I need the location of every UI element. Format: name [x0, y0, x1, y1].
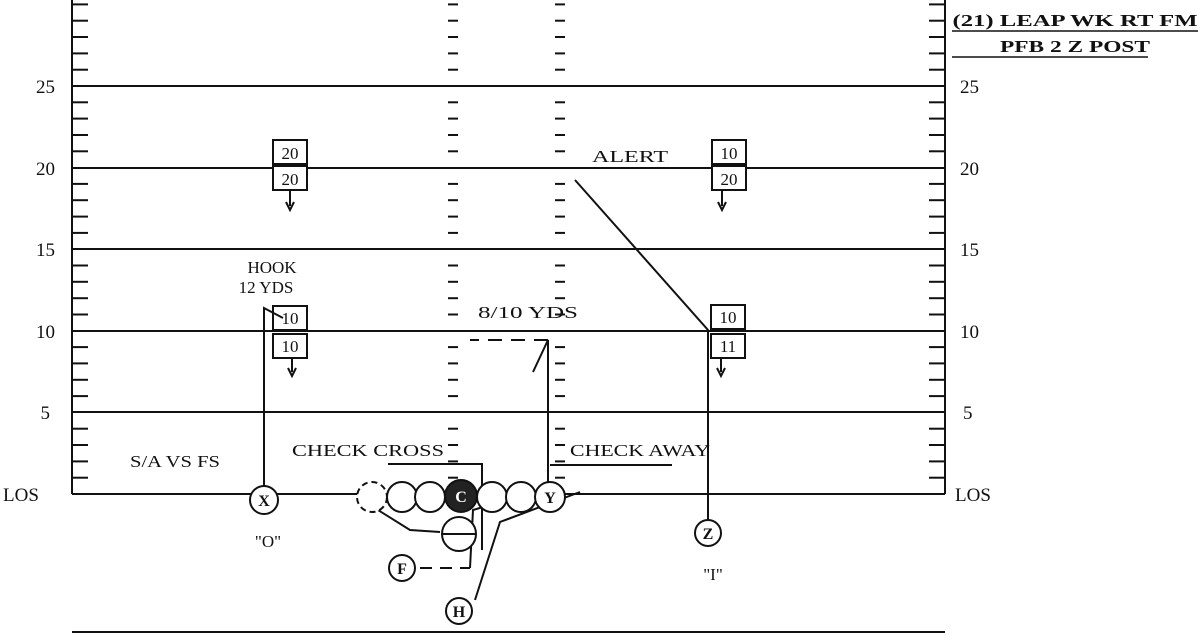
- defender-stem-icon: [285, 190, 295, 213]
- routes: [263, 179, 709, 601]
- check-cross-underline: [388, 463, 483, 550]
- yard-number-10-left: 10: [36, 322, 55, 343]
- defender-right-lower: 10 11: [710, 304, 746, 379]
- defender-stem-icon: [287, 358, 297, 379]
- lineman-left-guard: [414, 481, 446, 513]
- check-away-annotation: CHECK AWAY: [570, 441, 710, 460]
- defender-label: 10: [721, 144, 738, 163]
- lineman-right-tackle: [505, 481, 537, 513]
- defender-left-lower: 10 10: [272, 305, 308, 379]
- check-cross-annotation: CHECK CROSS: [292, 441, 444, 460]
- yard-number-5-right: 5: [963, 403, 973, 424]
- defender-label: 20: [721, 170, 738, 189]
- depth-annotation: 8/10 YDS: [478, 303, 578, 322]
- yard-number-15-right: 15: [960, 240, 979, 261]
- yard-tick-marks: [72, 3, 945, 479]
- player-y-label: Y: [544, 490, 556, 507]
- defender-stem-icon: [716, 358, 726, 379]
- x-alignment-tag: "O": [255, 532, 281, 551]
- alert-annotation: ALERT: [592, 147, 669, 166]
- field: [71, 0, 946, 633]
- play-title-line-1: (21) LEAP WK RT FM: [953, 11, 1198, 30]
- los-label-right: LOS: [955, 485, 991, 506]
- defender-label: 10: [282, 309, 299, 328]
- defender-stem-icon: [717, 190, 727, 213]
- defender-label: 10: [282, 337, 299, 356]
- x-hook-route: [263, 306, 284, 487]
- player-f-label: F: [397, 561, 407, 578]
- yard-number-20-right: 20: [960, 159, 979, 180]
- player-x-label: X: [258, 493, 270, 510]
- z-post-route: [574, 179, 709, 521]
- z-alignment-tag: "I": [703, 565, 723, 584]
- backfield-block-line: [377, 509, 441, 533]
- player-h: [445, 597, 473, 625]
- lineman-left-tackle: [356, 481, 388, 513]
- offensive-line: C Y: [356, 479, 566, 513]
- yard-number-20-left: 20: [36, 159, 55, 180]
- lineman-right-guard: [476, 481, 508, 513]
- defender-label: 10: [720, 308, 737, 327]
- los-label-left: LOS: [3, 485, 39, 506]
- sa-vs-fs-annotation: S/A VS FS: [130, 452, 220, 471]
- defender-label: 20: [282, 144, 299, 163]
- yard-number-10-right: 10: [960, 322, 979, 343]
- defense: 20 20 10 20 10 10 10 11: [272, 139, 747, 379]
- yard-numbers-left: 25 20 15 10 5 LOS: [3, 77, 55, 506]
- player-z: [694, 519, 722, 547]
- lineman-left-guard-outer: [386, 481, 418, 513]
- quarterback: [441, 516, 477, 552]
- player-f: [388, 554, 416, 582]
- yard-number-25-right: 25: [960, 77, 979, 98]
- player-h-label: H: [453, 604, 466, 621]
- play-title-line-2: PFB 2 Z POST: [1000, 37, 1151, 56]
- player-z-label: Z: [703, 526, 714, 543]
- defender-left-upper: 20 20: [272, 139, 308, 213]
- hook-depth-annotation: 12 YDS: [239, 278, 294, 297]
- annotations: ALERT HOOK 12 YDS 8/10 YDS S/A VS FS CHE…: [130, 147, 710, 471]
- yard-numbers-right: 25 20 15 10 5 LOS: [955, 77, 991, 506]
- center-label: C: [455, 489, 467, 506]
- yard-number-15-left: 15: [36, 240, 55, 261]
- yard-number-5-left: 5: [41, 403, 51, 424]
- play-title: (21) LEAP WK RT FM PFB 2 Z POST: [952, 11, 1198, 58]
- skill-players: X Z F H: [249, 485, 722, 625]
- defender-right-upper: 10 20: [711, 139, 747, 213]
- player-y: [534, 481, 566, 513]
- yard-number-25-left: 25: [36, 77, 55, 98]
- defender-label: 20: [282, 170, 299, 189]
- defender-label: 11: [720, 337, 736, 356]
- hook-annotation: HOOK: [247, 258, 297, 277]
- player-x: [249, 485, 279, 515]
